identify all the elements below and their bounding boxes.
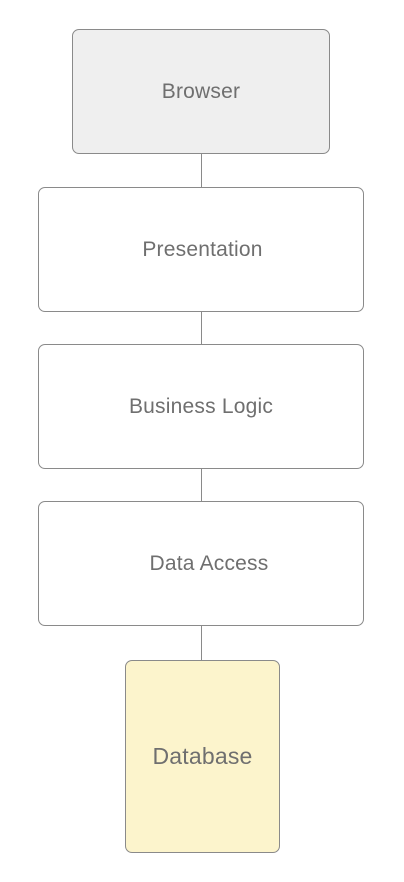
browser-node-label: Browser bbox=[161, 79, 241, 103]
connector-browser-presentation bbox=[201, 154, 202, 187]
browser-node: Browser bbox=[72, 29, 330, 154]
business-logic-node-label: Business Logic bbox=[128, 394, 274, 418]
connector-business-logic-data-access bbox=[201, 469, 202, 501]
business-logic-node: Business Logic bbox=[38, 344, 364, 469]
presentation-node-label: Presentation bbox=[142, 237, 263, 261]
database-node: Database bbox=[125, 660, 280, 853]
data-access-node-label: Data Access bbox=[149, 551, 269, 575]
presentation-node: Presentation bbox=[38, 187, 364, 312]
connector-data-access-database bbox=[201, 626, 202, 660]
database-node-label: Database bbox=[152, 743, 253, 769]
connector-presentation-business-logic bbox=[201, 312, 202, 344]
data-access-node: Data Access bbox=[38, 501, 364, 626]
